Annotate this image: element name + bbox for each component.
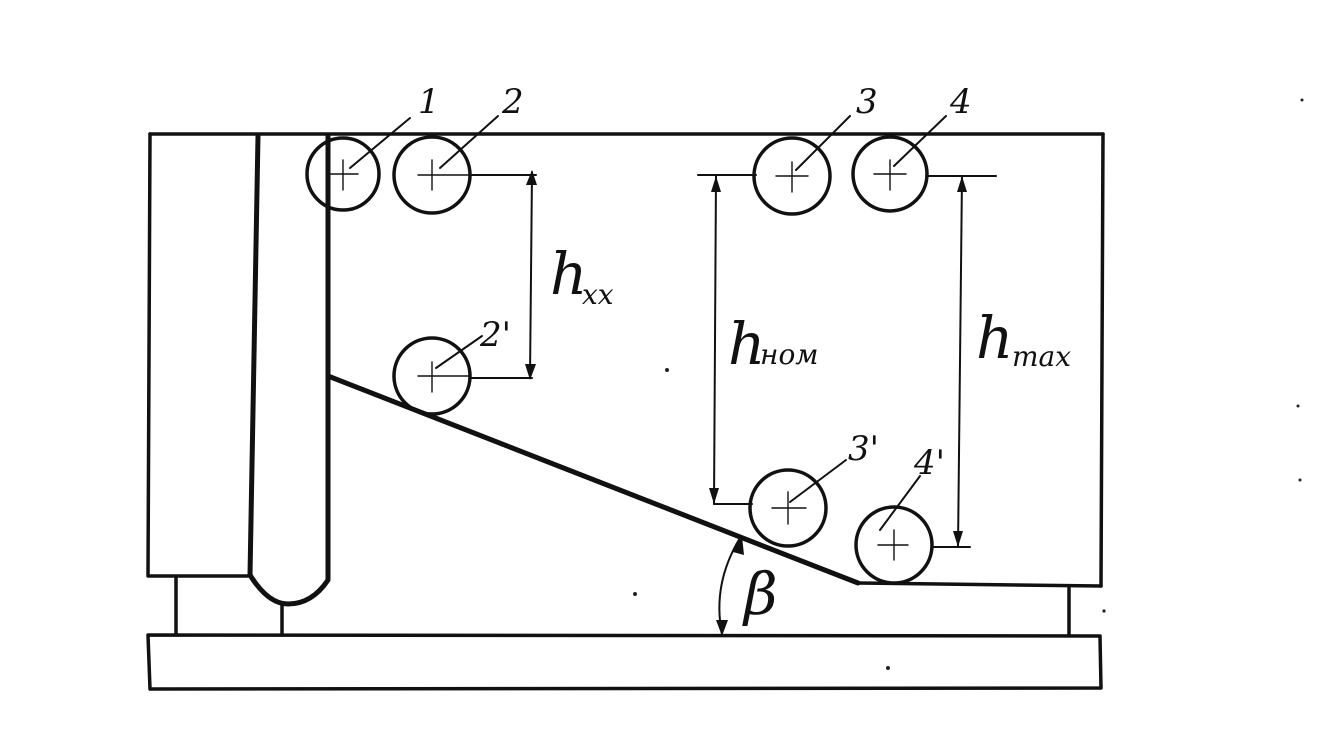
label-roller-3-prime: 3' [848,429,879,469]
dimension-h-nom [697,174,757,505]
label-roller-4-prime: 4' [913,443,945,483]
frame-right-edge [1099,132,1105,588]
h-nom-symbol: h [728,310,765,378]
dimension-h-xx [469,170,537,380]
leader-line-3 [795,115,851,171]
scan-specks [633,98,1304,670]
roller-2 [392,135,472,215]
roller-2-prime [392,336,472,416]
frame-left-edge [146,132,250,578]
h-max-symbol: h [976,304,1013,372]
label-roller-4: 4 [949,82,972,122]
leader-line-3-prime [789,459,847,503]
vertical-column [247,133,331,607]
label-angle-beta: β [742,560,778,628]
leader-line-4 [893,115,947,167]
roller-4 [851,135,929,213]
h-xx-symbol: h [550,240,587,308]
label-roller-2: 2 [501,82,524,122]
base-beam [146,633,1103,691]
roller-1 [305,136,381,212]
leader-line-2-prime [435,335,483,369]
leader-line-4-prime [879,475,921,531]
leader-line-2 [439,115,499,169]
h-xx-subscript: xx [582,278,614,311]
label-roller-1: 1 [418,82,440,122]
h-nom-subscript: ном [760,338,819,371]
h-max-subscript: max [1012,340,1071,373]
roller-3-prime [748,468,828,548]
label-roller-2-prime: 2' [479,315,511,355]
roller-3 [752,136,832,216]
label-h-xx: h xx [550,240,614,311]
label-roller-3: 3 [856,82,878,122]
label-h-max: h max [976,304,1071,373]
dimension-h-max [925,175,997,548]
label-h-nom: h ном [728,310,819,378]
angle-beta-arc [716,536,744,636]
leader-line-1 [349,117,411,169]
roller-4-prime [854,505,934,585]
